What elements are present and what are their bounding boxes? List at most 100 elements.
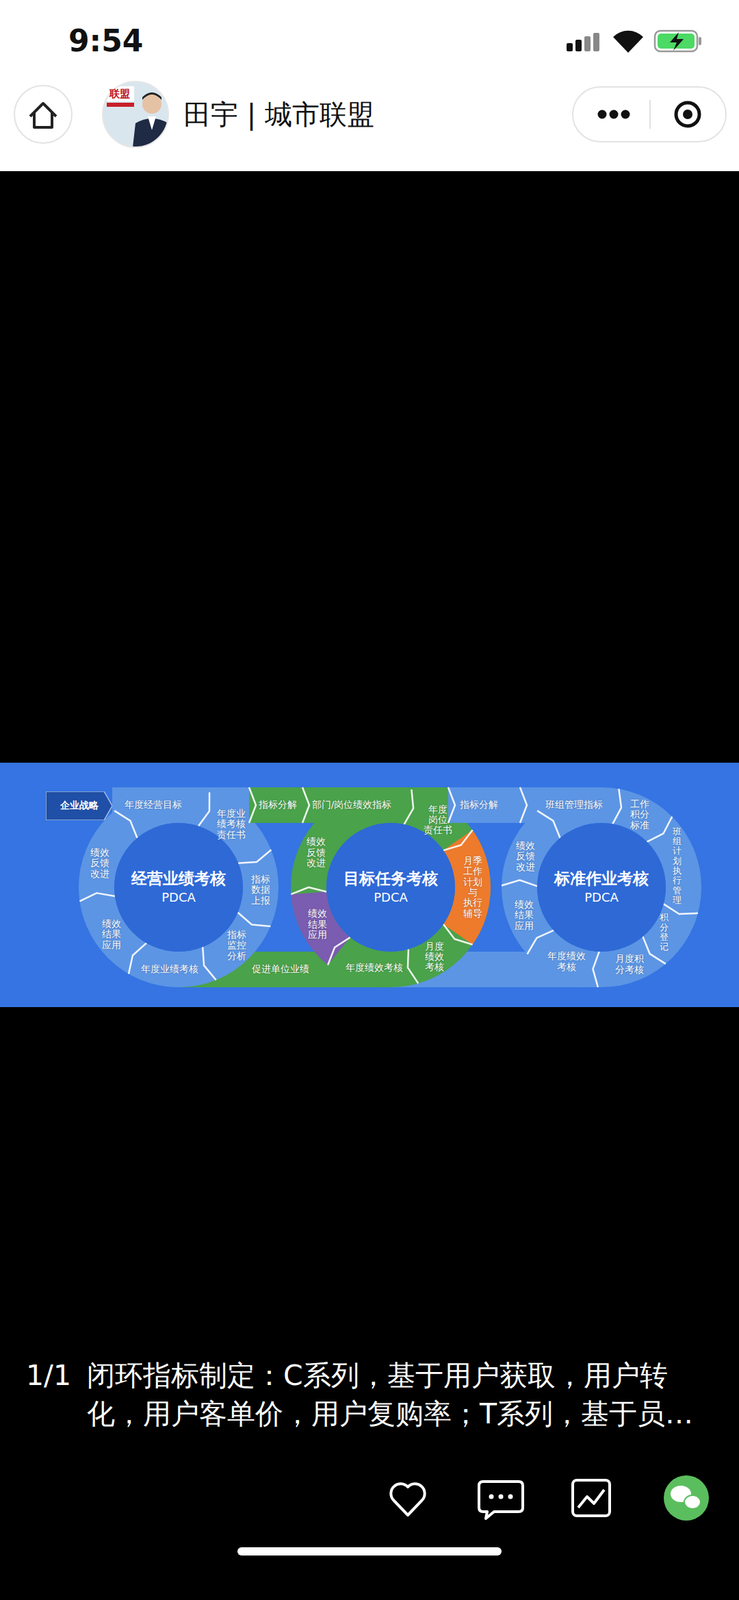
pdca-circle: 目标任务考核PDCA <box>326 822 456 952</box>
segment-label: 月度积 分考核 <box>615 953 644 975</box>
signal-bar <box>584 36 591 52</box>
segment-label: 绩效 结果 应用 <box>307 908 328 940</box>
strip-segment: 班组管理指标 <box>545 799 603 810</box>
segment-label: 年度 岗位 责任书 <box>423 804 453 836</box>
page-title: 田宇 | 城市联盟 <box>183 97 375 131</box>
strip-segment: 指标分解 <box>258 799 297 810</box>
signal-bar <box>566 43 573 52</box>
loop-artwork <box>78 786 702 987</box>
wifi-icon <box>613 30 644 53</box>
arrow-outline <box>45 791 113 820</box>
flow-chevron <box>290 886 327 894</box>
ring-segment: 年度业绩考核 <box>140 963 199 974</box>
ring-segment: 积分登记 <box>659 912 669 952</box>
segment-label: 部门/岗位绩效指标 <box>312 799 393 810</box>
ring-segment: 月季 工作 计划 与 执行 辅导 <box>463 855 483 919</box>
segment-label: 积分登记 <box>659 912 669 952</box>
ring-segment: 年度业 绩考核 责任书 <box>216 808 246 840</box>
close-ring <box>676 102 700 126</box>
flow-chevron <box>238 849 271 863</box>
segment-label: 指标分解 <box>258 799 297 810</box>
segment-label: 年度绩效 考核 <box>547 950 586 972</box>
wechat-bubble <box>684 1494 701 1509</box>
pdca-circle: 标准作业考核PDCA <box>537 822 666 952</box>
segment-label: 绩效 结果 应用 <box>514 899 534 931</box>
circle-subtitle: PDCA <box>584 888 619 905</box>
menu-dot <box>598 110 607 120</box>
avatar-logo-text: 联盟 <box>109 86 131 101</box>
avatar-head <box>142 94 162 114</box>
segment-label: 指标 监控 分析 <box>227 929 247 961</box>
ring-segment: 月度积 分考核 <box>615 953 644 975</box>
avatar-ring <box>102 81 169 148</box>
logo-bar <box>106 102 135 107</box>
comment-bubble <box>478 1480 523 1518</box>
flow-chevron <box>501 879 538 887</box>
home-icon <box>30 103 57 128</box>
ring-segment: 年度绩效 考核 <box>547 950 586 972</box>
avatar-shirt <box>147 116 157 131</box>
ring-segment: 绩效 结果 应用 <box>307 908 328 940</box>
segment-label: 绩效 反馈 改进 <box>306 836 326 868</box>
flow-chevron <box>537 810 560 838</box>
avatar-hair <box>142 92 162 100</box>
flow-chevron <box>448 786 456 823</box>
logo-patch <box>106 86 135 102</box>
segment-label: 班组计划执行管理 <box>672 826 682 905</box>
segment-label: 促进单位业绩 <box>251 963 310 974</box>
status-time: 9:54 <box>68 24 144 58</box>
flow-chevron <box>520 786 527 823</box>
ring-segment: 年度 岗位 责任书 <box>423 804 453 836</box>
flow-chevron <box>407 948 419 983</box>
segment-label: 指标分解 <box>459 799 499 810</box>
menu-capsule <box>572 86 726 142</box>
loop-ring <box>78 786 279 987</box>
wechat-icon <box>663 1474 709 1520</box>
segment-label: 指标 数据 上报 <box>251 873 271 906</box>
strip-segment: 指标分解 <box>459 799 499 810</box>
page-counter: 1/1 <box>26 1355 72 1394</box>
home-indicator <box>237 1546 502 1555</box>
flow-chevron <box>592 951 599 987</box>
flow-chevron <box>114 810 137 838</box>
ring-segment: 年度绩效考核 <box>345 962 404 973</box>
comment-dot <box>489 1493 495 1499</box>
start-arrow: 企业战略 <box>45 791 113 820</box>
circle-heading: 标准作业考核 <box>554 868 649 889</box>
flow-chevron <box>238 912 271 926</box>
ring-segment: 指标 监控 分析 <box>227 929 247 961</box>
circle-subtitle: PDCA <box>161 888 196 905</box>
chart-icon <box>572 1479 610 1515</box>
battery-case <box>654 30 698 52</box>
segment-label: 年度经营目标 <box>124 799 183 810</box>
segment-label: 绩效 反馈 改进 <box>515 840 536 872</box>
signal-icon <box>566 32 600 52</box>
circle-subtitle: PDCA <box>373 888 408 905</box>
top-strip <box>249 786 449 823</box>
chart-line <box>578 1488 605 1507</box>
avatar <box>102 81 172 148</box>
flow-chevron <box>404 788 414 824</box>
ring-segment: 班组计划执行管理 <box>672 826 682 905</box>
battery-nub <box>698 36 702 46</box>
flow-chevron <box>612 788 622 824</box>
flow-chevron <box>302 786 310 823</box>
flow-chevron <box>202 946 216 980</box>
segment-label: 绩效 反馈 改进 <box>90 847 110 879</box>
ring-band <box>78 786 279 987</box>
ring-segment: 工作 积分 标准 <box>630 798 650 831</box>
home-button <box>14 85 72 144</box>
segment-label: 年度绩效考核 <box>345 962 404 973</box>
menu-dot <box>609 110 619 120</box>
strip-segment: 年度经营目标 <box>124 799 183 810</box>
flow-chevron <box>198 791 210 826</box>
viewer-ground <box>0 171 739 1600</box>
segment-label: 工作 积分 标准 <box>630 798 650 831</box>
ring-segment: 绩效 反馈 改进 <box>306 836 326 868</box>
header-bar <box>0 0 739 172</box>
flow-chevron <box>663 903 698 914</box>
diagram-band <box>0 762 739 1007</box>
strip-segment: 部门/岗位绩效指标 <box>312 799 393 810</box>
segment-label: 年度业 绩考核 责任书 <box>216 808 246 840</box>
comment-dot <box>508 1493 514 1499</box>
